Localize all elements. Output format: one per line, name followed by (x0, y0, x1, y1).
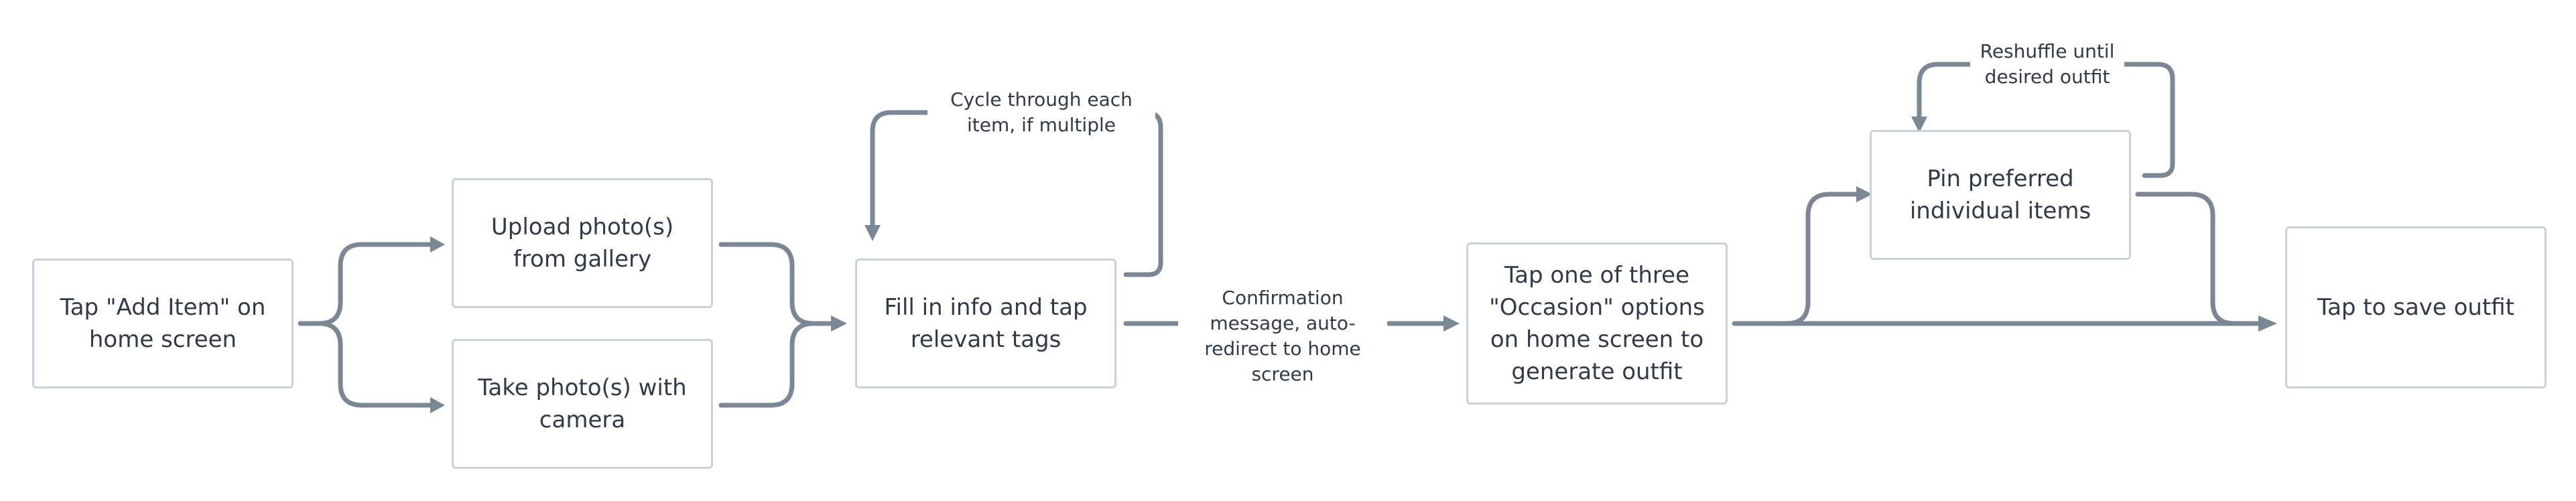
arrowhead-to-save (2258, 315, 2277, 332)
node-pin-items: Pin preferred individual items (1870, 130, 2131, 260)
node-tap-add-item: Tap "Add Item" on home screen (32, 259, 294, 388)
node-tap-occasion: Tap one of three "Occasion" options on h… (1466, 242, 1728, 405)
edge-label-confirmation: Confirmation message, auto-redirect to h… (1178, 285, 1387, 387)
connector-branch-to-camera (316, 321, 433, 408)
arrowhead-to-upload (430, 236, 445, 253)
edge-label-reshuffle: Reshuffle until desired outfit (1970, 39, 2124, 90)
connector-start-to-branch (298, 242, 433, 326)
node-fill-info: Fill in info and tap relevant tags (855, 259, 1116, 388)
arrowhead-to-fill-info (831, 315, 847, 332)
connector-pin-to-save (2135, 192, 2237, 326)
connector-occasion-to-pin (1784, 192, 1859, 326)
arrowhead-cycle (864, 225, 881, 241)
node-upload-photos: Upload photo(s) from gallery (452, 178, 713, 308)
node-take-photos: Take photo(s) with camera (452, 339, 713, 469)
connector-upload-to-merge (718, 242, 834, 326)
edge-label-cycle: Cycle through each item, if multiple (927, 87, 1155, 138)
connector-reshuffle-loop (1917, 62, 2175, 178)
arrowhead-to-occasion (1443, 315, 1460, 332)
connector-cycle-loop (870, 110, 1163, 277)
arrowhead-reshuffle (1911, 117, 1927, 133)
node-save-outfit: Tap to save outfit (2285, 226, 2547, 388)
connector-camera-to-merge (718, 321, 816, 408)
arrowhead-to-camera (430, 397, 445, 413)
arrowhead-to-pin (1856, 186, 1872, 202)
